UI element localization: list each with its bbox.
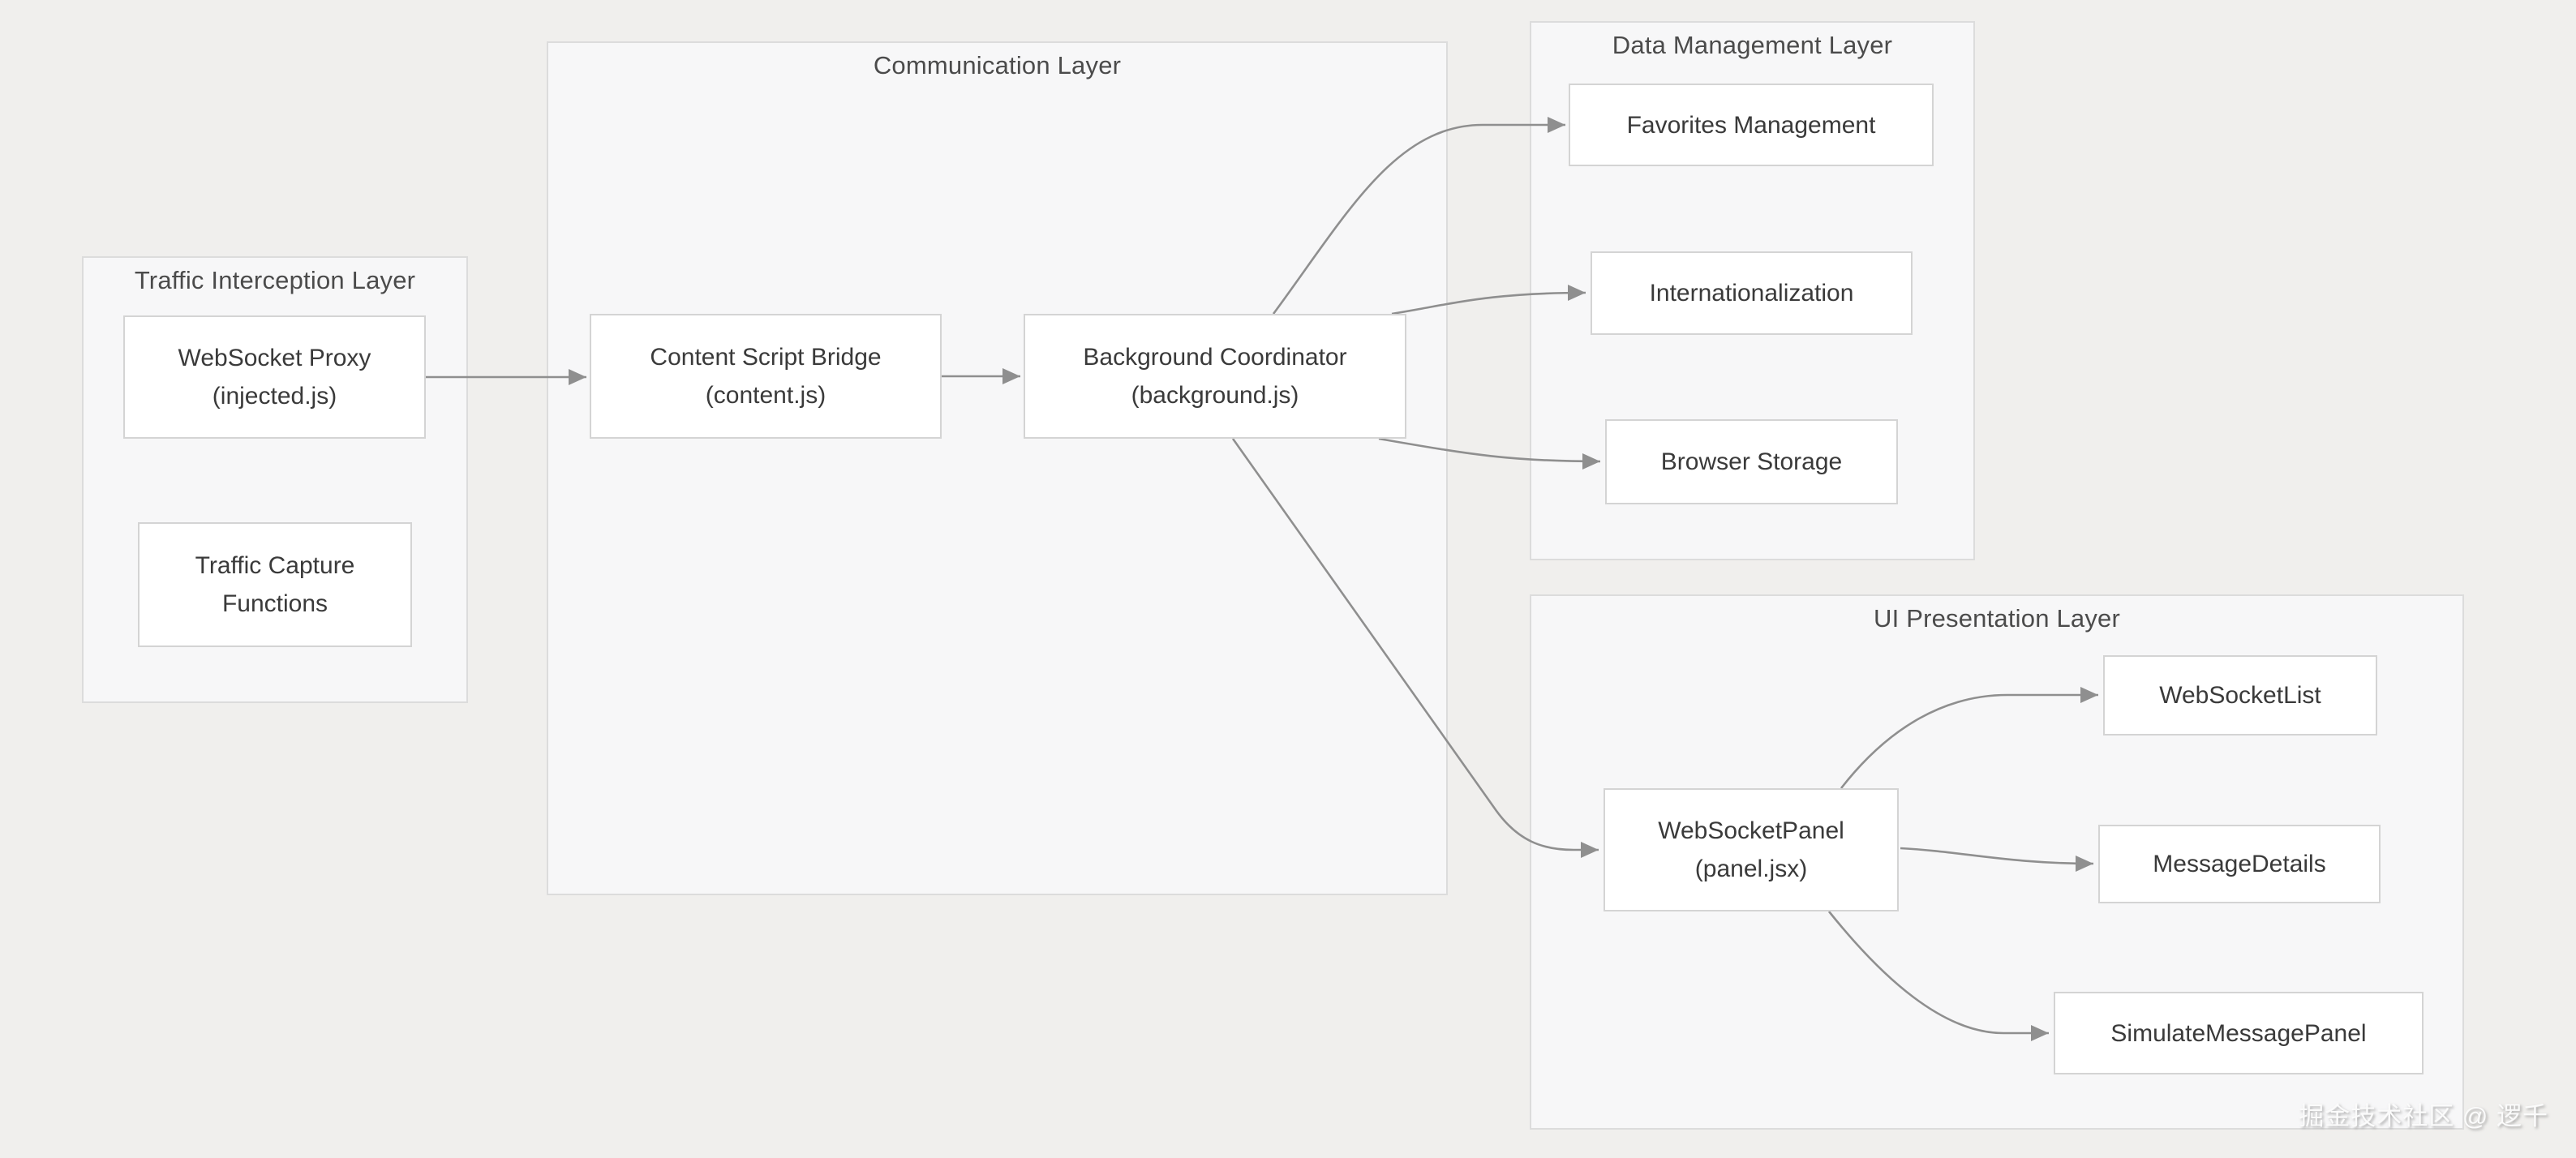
edge-background-coordinator-to-favorites-management [1272, 117, 1565, 315]
watermark: 掘金技术社区 @ 逻千 [2299, 1102, 2548, 1130]
node-label-line: Internationalization [1649, 280, 1854, 307]
node-label-line: MessageDetails [2153, 851, 2326, 877]
node-background-coordinator: Background Coordinator (background.js) [1024, 314, 1406, 439]
node-traffic-capture-functions: Traffic Capture Functions [138, 522, 412, 647]
node-label-line: Browser Storage [1660, 448, 1843, 475]
node-label-line: WebSocket Proxy [178, 345, 371, 371]
node-websocket-list: WebSocketList [2103, 655, 2377, 736]
node-label-line: (content.js) [705, 382, 826, 409]
node-label-line: (injected.js) [212, 383, 337, 410]
node-label-line: Content Script Bridge [650, 344, 882, 371]
node-favorites-management: Favorites Management [1569, 84, 1934, 166]
edge-websocket-panel-to-websocket-list [1840, 687, 2098, 789]
node-label-line: Background Coordinator [1083, 344, 1347, 371]
node-label-line: (background.js) [1131, 382, 1299, 409]
layer-communication: Communication Layer [547, 41, 1448, 895]
edge-background-coordinator-to-internationalization [1391, 285, 1586, 315]
layer-title-communication: Communication Layer [873, 51, 1122, 79]
node-internationalization: Internationalization [1591, 251, 1913, 335]
node-browser-storage: Browser Storage [1605, 419, 1898, 504]
node-label-line: (panel.jsx) [1694, 856, 1808, 882]
node-websocket-panel: WebSocketPanel (panel.jsx) [1604, 788, 1899, 911]
node-label-line: Functions [221, 590, 328, 617]
edge-background-coordinator-to-websocket-panel [1231, 438, 1599, 858]
node-label-line: Traffic Capture [195, 552, 355, 579]
layer-title-data-management: Data Management Layer [1612, 31, 1893, 59]
layer-title-ui-presentation: UI Presentation Layer [1873, 604, 2121, 633]
node-label-line: SimulateMessagePanel [2110, 1019, 2367, 1047]
node-content-script-bridge: Content Script Bridge (content.js) [590, 314, 942, 439]
edge-websocket-panel-to-message-details [1900, 847, 2094, 872]
node-message-details: MessageDetails [2098, 825, 2381, 903]
node-label-line: WebSocketList [2159, 682, 2321, 709]
node-websocket-proxy: WebSocket Proxy (injected.js) [123, 315, 426, 439]
node-simulate-message-panel: SimulateMessagePanel [2054, 992, 2424, 1074]
layer-title-traffic-interception: Traffic Interception Layer [134, 266, 416, 294]
edge-background-coordinator-to-browser-storage [1378, 437, 1601, 470]
node-label-line: Favorites Management [1626, 111, 1876, 139]
node-label-line: WebSocketPanel [1658, 817, 1844, 844]
edge-websocket-panel-to-simulate-message-panel [1827, 911, 2049, 1041]
